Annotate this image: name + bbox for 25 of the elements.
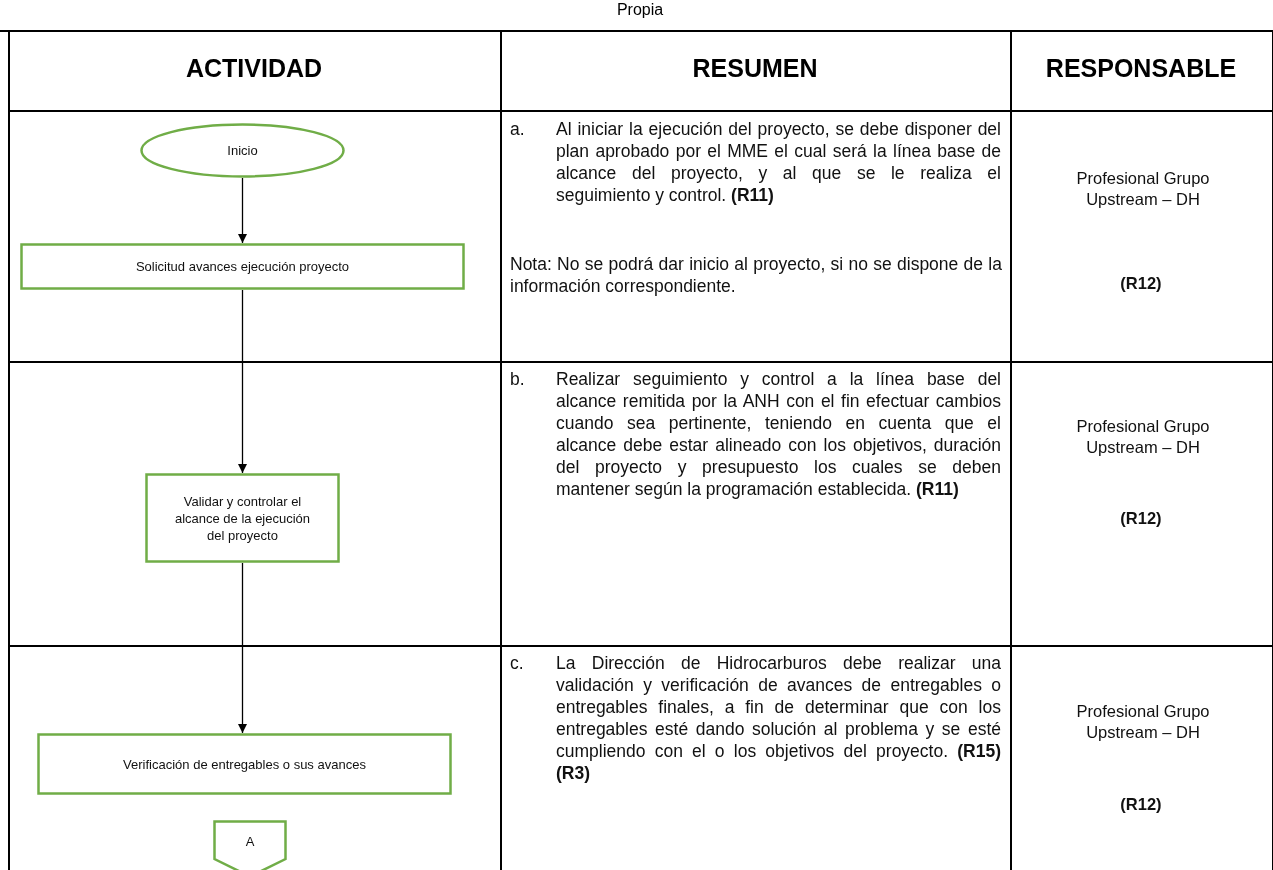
- start-ellipse: Inicio: [140, 123, 345, 178]
- column-header: ACTIVIDAD: [184, 54, 324, 83]
- source-note: Propia: [615, 1, 665, 19]
- record-code: (R12): [1119, 508, 1163, 529]
- process-box: Solicitud avances ejecución proyecto: [20, 243, 465, 290]
- arrow: [238, 562, 247, 734]
- record-code: (R12): [1119, 273, 1163, 294]
- column-header: RESPONSABLE: [1044, 54, 1238, 83]
- summary-paragraph: Al iniciar la ejecución del proyecto, se debe disponer del plan aprobado por el MME el cual será la línea base de alcance del proyecto, y al que se le realiza el seguimiento y control. (R11): [556, 118, 1001, 206]
- process-box: Verificación de entregables o sus avances: [37, 733, 452, 795]
- item-marker: b.: [510, 368, 526, 390]
- item-marker: c.: [510, 652, 525, 674]
- responsible-text: Profesional Grupo Upstream – DH: [1075, 168, 1211, 210]
- column-header: RESUMEN: [691, 54, 819, 83]
- responsible-text: Profesional Grupo Upstream – DH: [1075, 701, 1211, 743]
- summary-paragraph: Realizar seguimiento y control a la línea base del alcance remitida por la ANH con el fin efectuar cambios cuando sea pertinente, teniendo en cuenta que el alcance debe estar alineado con los objetivos, duración del proyecto y presupuesto los cuales se deben mantener según la programación establecida. (R11): [556, 368, 1001, 500]
- arrow: [238, 177, 247, 244]
- item-marker: a.: [510, 118, 526, 140]
- record-code: (R12): [1119, 794, 1163, 815]
- arrow: [238, 289, 247, 474]
- process-box: Validar y controlar el alcance de la ejecución del proyecto: [145, 473, 340, 563]
- responsible-text: Profesional Grupo Upstream – DH: [1075, 416, 1211, 458]
- summary-paragraph: La Dirección de Hidrocarburos debe realizar una validación y verificación de avances de entregables o entregables finales, a fin de determinar que con los entregables esté dando solución al problema y se esté cumpliendo con el o los objetivos del proyecto. (R15) (R3): [556, 652, 1001, 784]
- off-page-connector: A: [213, 820, 287, 870]
- note-paragraph: Nota: No se podrá dar inicio al proyecto, si no se dispone de la información correspondiente.: [510, 253, 1002, 297]
